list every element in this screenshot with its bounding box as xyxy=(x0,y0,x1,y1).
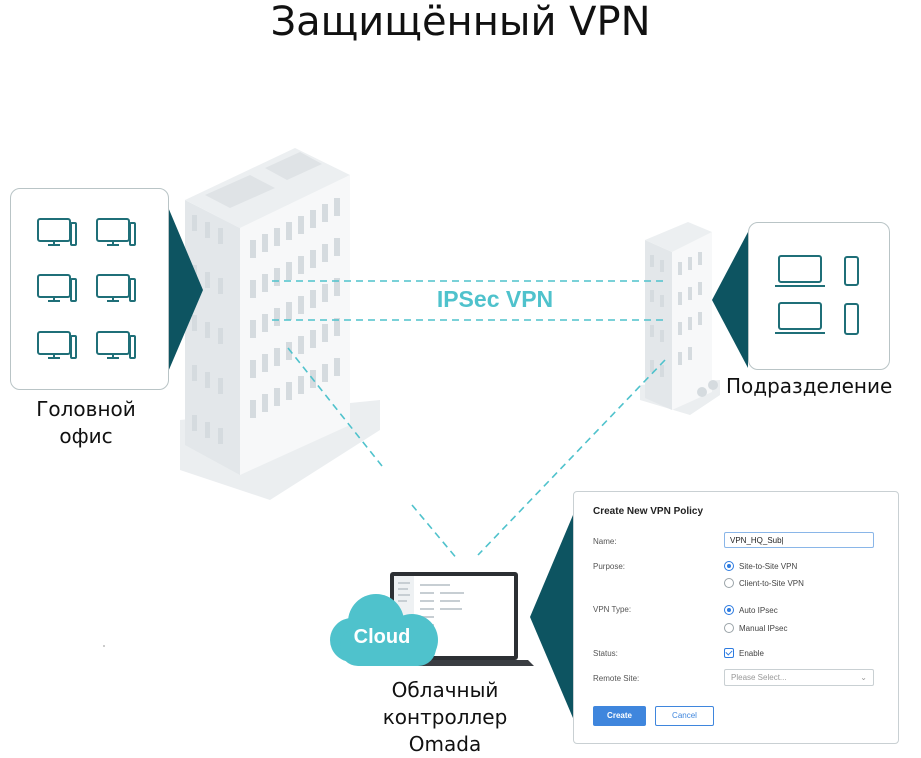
vpn-type-auto-ipsec-radio[interactable]: Auto IPsec xyxy=(724,605,778,615)
page-title: Защищённый VPN xyxy=(270,0,651,45)
vpn-type-option-label: Auto IPsec xyxy=(739,605,778,615)
purpose-site-to-site-radio[interactable]: Site-to-Site VPN xyxy=(724,561,797,571)
laptops-phones-icon xyxy=(775,255,859,335)
vpn-tunnel-lines xyxy=(272,280,666,561)
purpose-label: Purpose: xyxy=(593,562,626,571)
vpn-type-manual-ipsec-radio[interactable]: Manual IPsec xyxy=(724,623,787,633)
chevron-down-icon: ⌄ xyxy=(860,673,867,682)
controller-caption-line3: Omada xyxy=(408,732,482,756)
name-label: Name: xyxy=(593,537,617,546)
checkbox-checked-icon xyxy=(724,648,734,658)
create-vpn-policy-dialog: Create New VPN Policy Name: VPN_HQ_Sub| … xyxy=(573,491,899,744)
radio-unselected-icon xyxy=(724,578,734,588)
branch-building xyxy=(640,222,720,415)
head-office-caption: Головной офис xyxy=(12,396,160,450)
desktop-computers-icon xyxy=(37,218,136,359)
cloud-label: Cloud xyxy=(353,626,411,648)
head-office-building xyxy=(180,148,380,500)
create-button[interactable]: Create xyxy=(593,706,646,726)
remote-site-placeholder: Please Select... xyxy=(731,673,787,682)
controller-caption: Облачный контроллер Omada xyxy=(350,677,540,758)
ipsec-vpn-label: IPSec VPN xyxy=(436,286,554,312)
controller-caption-line1: Облачный xyxy=(391,678,499,702)
vpn-type-label: VPN Type: xyxy=(593,605,632,614)
dialog-pointer xyxy=(530,515,573,718)
remote-site-select[interactable]: Please Select... ⌄ xyxy=(724,669,874,686)
purpose-option-label: Client-to-Site VPN xyxy=(739,578,804,588)
branch-devices-card xyxy=(748,222,890,370)
vpn-type-option-label: Manual IPsec xyxy=(739,623,788,633)
status-label: Status: xyxy=(593,649,618,658)
radio-selected-icon xyxy=(724,605,734,615)
head-office-caption-line2: офис xyxy=(59,424,113,448)
branch-pointer xyxy=(712,232,748,368)
dialog-title: Create New VPN Policy xyxy=(593,506,704,517)
status-enable-checkbox[interactable]: Enable xyxy=(724,648,764,658)
head-office-caption-line1: Головной xyxy=(36,397,136,421)
radio-unselected-icon xyxy=(724,623,734,633)
status-enable-label: Enable xyxy=(739,648,764,658)
name-input[interactable]: VPN_HQ_Sub| xyxy=(724,532,874,548)
purpose-client-to-site-radio[interactable]: Client-to-Site VPN xyxy=(724,578,804,588)
cloud-icon xyxy=(330,594,438,666)
branch-caption: Подразделение xyxy=(726,374,893,398)
remote-site-label: Remote Site: xyxy=(593,674,640,683)
purpose-option-label: Site-to-Site VPN xyxy=(739,561,798,571)
radio-selected-icon xyxy=(724,561,734,571)
head-office-pointer xyxy=(168,207,203,372)
head-office-devices-card xyxy=(10,188,169,390)
controller-caption-line2: контроллер xyxy=(382,705,508,729)
cancel-button[interactable]: Cancel xyxy=(655,706,714,726)
